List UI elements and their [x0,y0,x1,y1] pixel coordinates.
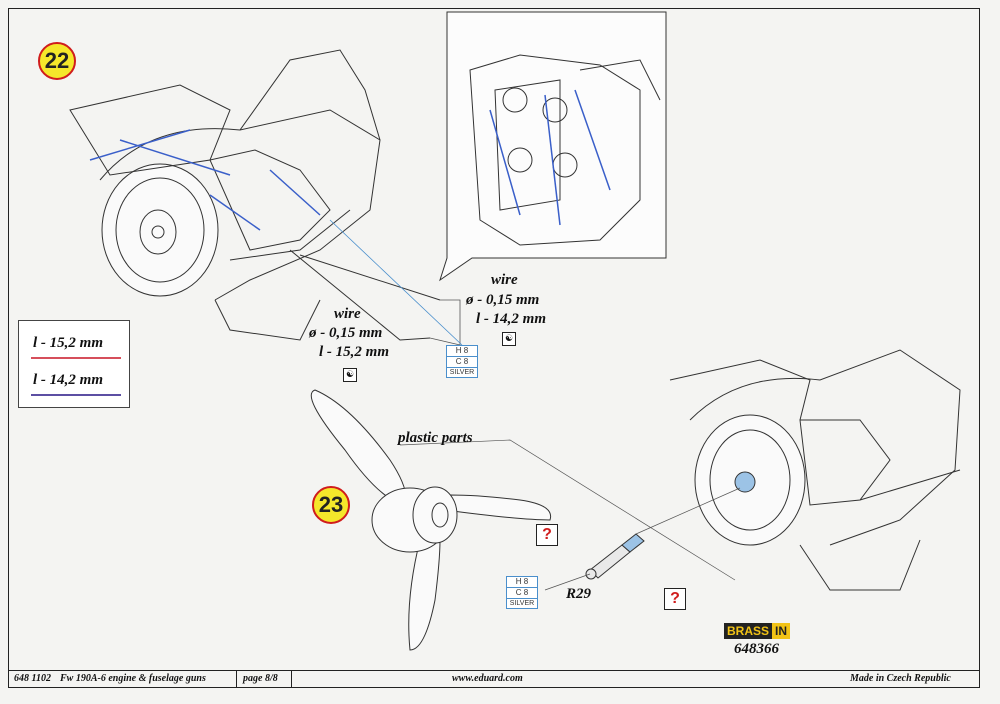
wire-left-length: l - 15,2 mm [319,344,389,360]
detail-inset [439,11,667,282]
wire-right-title: wire [491,272,518,288]
propeller-drawing-23 [310,389,552,651]
footer-title: Fw 190A-6 engine & fuselage guns [60,673,206,684]
footer-origin: Made in Czech Republic [850,673,951,684]
legend-item-1: l - 15,2 mm [33,335,103,351]
footer-divider [8,670,980,671]
plastic-parts-label: plastic parts [398,430,473,446]
footer-separator [291,670,292,688]
legend-item-2: l - 14,2 mm [33,372,103,388]
yin-yang-icon: ☯ [343,368,357,382]
step-22-badge: 22 [38,42,76,80]
wire-left-title: wire [334,306,361,322]
callout-lines [329,219,463,346]
yin-yang-icon: ☯ [502,332,516,346]
paint-code-h: H 8 [507,577,537,588]
footer-separator [236,670,237,688]
legend-bar-1 [31,357,121,359]
footer-website: www.eduard.com [452,673,523,684]
wire-lines-22 [89,129,321,231]
footer-page: page 8/8 [243,673,278,684]
question-mark-icon: ? [664,588,686,610]
page-frame [8,8,980,688]
paint-code-c: C 8 [507,588,537,599]
brassin-code: 648366 [734,641,779,657]
wire-left-diameter: ø - 0,15 mm [309,325,383,341]
wire-right-length: l - 14,2 mm [476,311,546,327]
wire-length-legend: l - 15,2 mm l - 14,2 mm [18,320,130,408]
paint-code-name: SILVER [449,369,475,376]
wire-right-diameter: ø - 0,15 mm [466,292,540,308]
legend-bar-2 [31,394,121,396]
step-23-badge: 23 [312,486,350,524]
brassin-logo-part2: IN [772,623,791,639]
engine-drawing-23 [669,349,961,591]
brassin-logo-part1: BRASS [724,623,773,639]
paint-code-name: SILVER [509,600,535,607]
paint-code-c: C 8 [447,357,477,368]
question-mark-icon: ? [536,524,558,546]
guide-lines-23 [399,439,741,591]
paint-code-h: H 8 [447,346,477,357]
part-code-label: R29 [566,586,592,602]
footer-catalog-number: 648 1102 [14,673,51,684]
engine-drawing-22 [69,49,441,341]
paint-code-box-2: H 8 C 8 SILVER [506,576,538,609]
wire-lines-inset [489,89,611,226]
paint-code-box-1: H 8 C 8 SILVER [446,345,478,378]
part-r29 [585,533,645,580]
